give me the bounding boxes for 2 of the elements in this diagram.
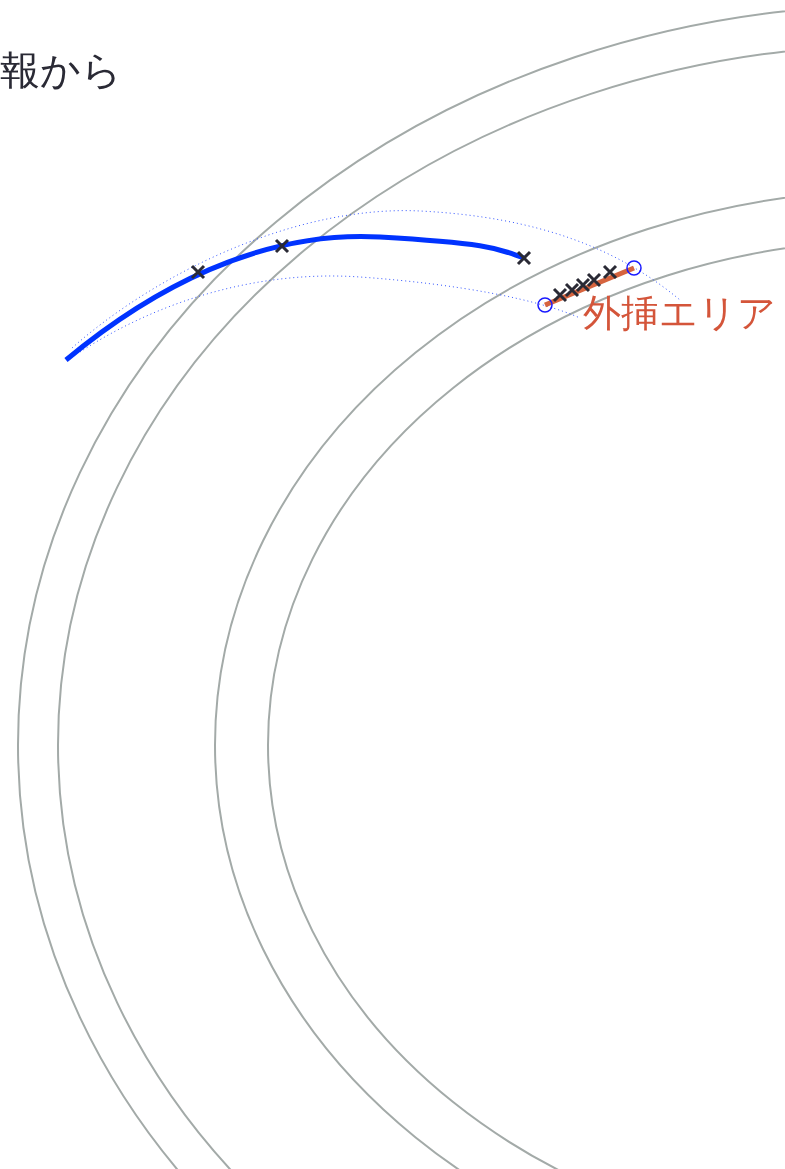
heading-text: 報から <box>0 50 122 90</box>
area-label: 外挿エリア <box>583 294 776 332</box>
